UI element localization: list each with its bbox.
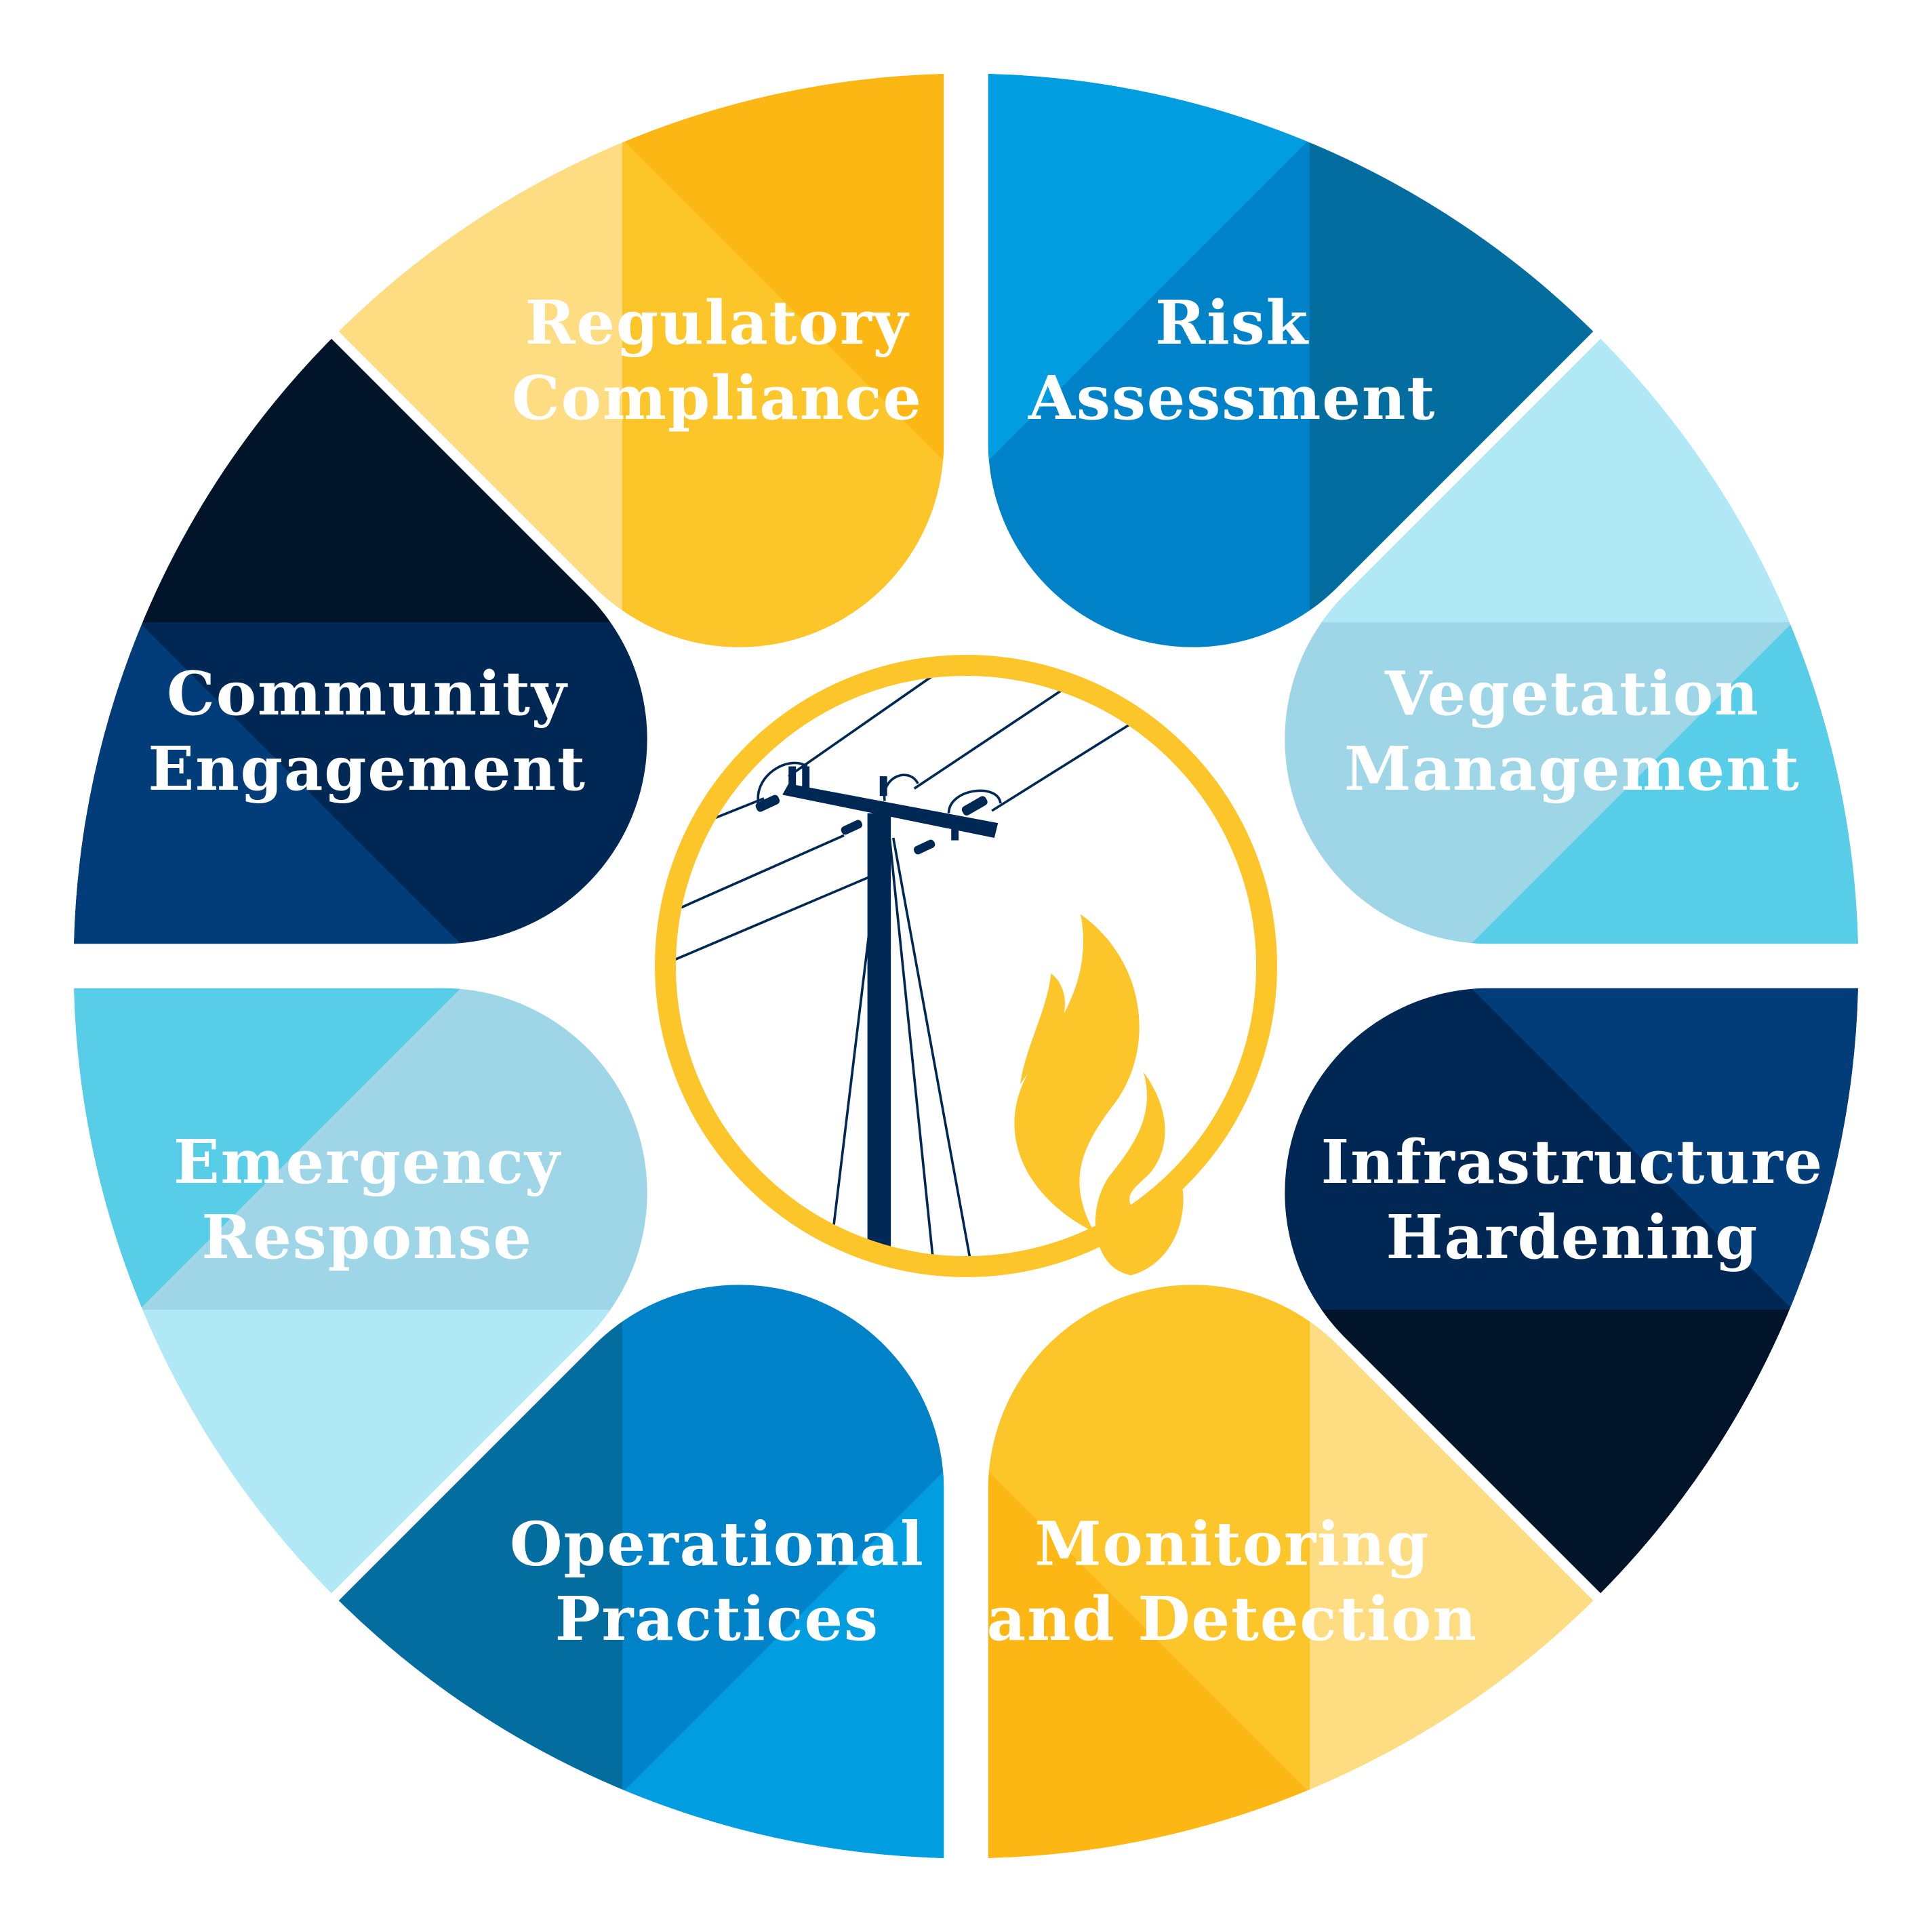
power-pole-icon (670, 670, 1135, 1257)
center-ring (655, 655, 1277, 1277)
power-pole-and-flame-icon (655, 655, 1277, 1277)
